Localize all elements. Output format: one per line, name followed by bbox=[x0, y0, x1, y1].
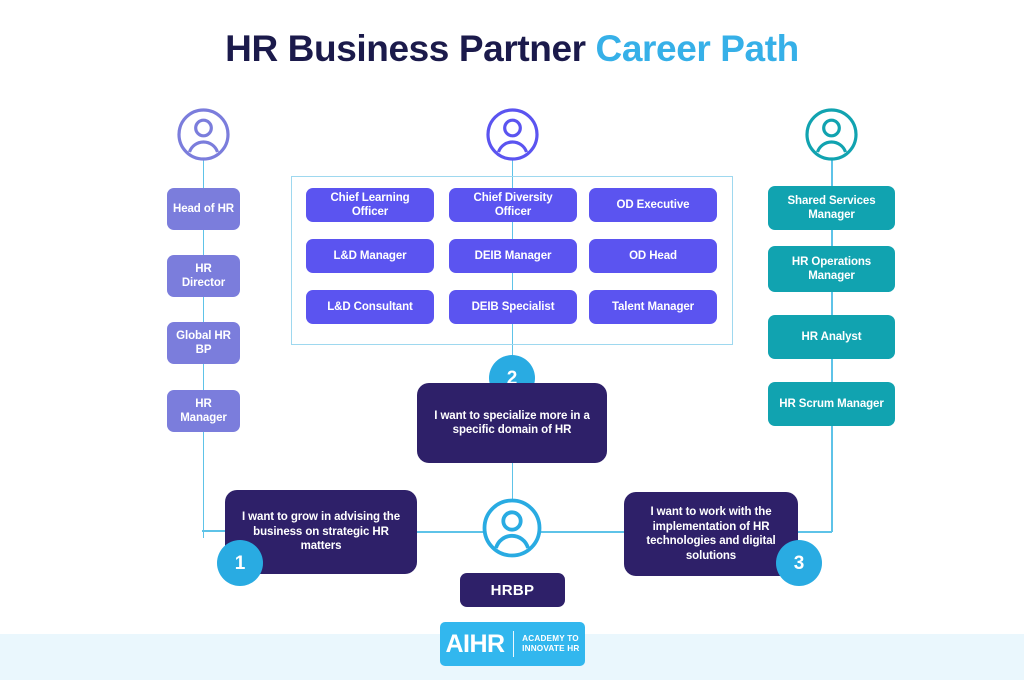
center-role-label-8: DEIB Specialist bbox=[471, 301, 555, 313]
right-role-box-2[interactable]: HR Operations Manager bbox=[768, 246, 895, 292]
aihr-logo[interactable]: AIHR ACADEMY TO INNOVATE HR bbox=[440, 622, 585, 666]
center-role-box-9[interactable]: Talent Manager bbox=[589, 290, 717, 324]
callout-2[interactable]: I want to specialize more in a specific … bbox=[417, 383, 607, 463]
center-role-label-5: DEIB Manager bbox=[474, 250, 552, 262]
center-role-label-7: L&D Consultant bbox=[327, 301, 413, 313]
aihr-logo-tagline-line1: ACADEMY TO bbox=[522, 633, 579, 643]
left-track-person-icon bbox=[176, 107, 231, 167]
left-role-box-1[interactable]: Head of HR bbox=[167, 188, 240, 230]
left-role-box-4[interactable]: HR Manager bbox=[167, 390, 240, 432]
left-role-label-2: HR Director bbox=[181, 263, 226, 289]
callout-1-number-badge: 1 bbox=[217, 540, 263, 586]
left-role-box-2[interactable]: HR Director bbox=[167, 255, 240, 297]
connector-right-to-callout3 bbox=[792, 531, 832, 533]
center-track-person-icon bbox=[485, 107, 540, 167]
center-role-box-8[interactable]: DEIB Specialist bbox=[449, 290, 577, 324]
callout-3-number-badge: 3 bbox=[776, 540, 822, 586]
center-role-label-9: Talent Manager bbox=[611, 301, 695, 313]
right-role-label-3: HR Analyst bbox=[801, 331, 862, 343]
left-role-label-3: Global HR BP bbox=[176, 330, 231, 356]
callout-3[interactable]: I want to work with the implementation o… bbox=[624, 492, 798, 576]
connector-left-to-callout1 bbox=[202, 530, 242, 532]
right-track-person-icon bbox=[804, 107, 859, 167]
center-role-box-5[interactable]: DEIB Manager bbox=[449, 239, 577, 273]
hrbp-box[interactable]: HRBP bbox=[460, 573, 565, 607]
aihr-logo-tagline: ACADEMY TO INNOVATE HR bbox=[514, 634, 579, 655]
hrbp-person-icon bbox=[481, 497, 543, 564]
center-role-box-3[interactable]: OD Executive bbox=[589, 188, 717, 222]
center-role-label-4: L&D Manager bbox=[333, 250, 407, 262]
aihr-logo-tagline-line2: INNOVATE HR bbox=[522, 644, 580, 653]
aihr-logo-wordmark: AIHR bbox=[445, 629, 506, 658]
page-title-accent: Career Path bbox=[595, 28, 800, 69]
callout-2-text: I want to specialize more in a specific … bbox=[434, 409, 590, 437]
connector-hrbp-right bbox=[538, 531, 624, 533]
callout-1-text: I want to grow in advising the business … bbox=[241, 511, 400, 553]
hrbp-label: HRBP bbox=[490, 581, 535, 599]
left-role-label-1: Head of HR bbox=[173, 203, 234, 215]
center-role-box-1[interactable]: Chief Learning Officer bbox=[306, 188, 434, 222]
center-role-label-6: OD Head bbox=[629, 250, 677, 262]
right-role-label-1: Shared Services Manager bbox=[787, 195, 876, 221]
center-role-box-4[interactable]: L&D Manager bbox=[306, 239, 434, 273]
center-role-box-7[interactable]: L&D Consultant bbox=[306, 290, 434, 324]
callout-2-number: 2 bbox=[506, 367, 518, 389]
aihr-logo-divider bbox=[512, 631, 515, 657]
page-title: HR Business Partner Career Path bbox=[0, 26, 1024, 72]
right-role-label-2: HR Operations Manager bbox=[791, 256, 872, 282]
center-role-box-2[interactable]: Chief Diversity Officer bbox=[449, 188, 577, 222]
right-role-label-4: HR Scrum Manager bbox=[779, 398, 884, 410]
left-role-label-4: HR Manager bbox=[180, 398, 227, 424]
connector-center-spine-bottom bbox=[511, 463, 514, 501]
specialization-grid-frame bbox=[291, 176, 733, 345]
center-role-box-6[interactable]: OD Head bbox=[589, 239, 717, 273]
callout-3-number: 3 bbox=[793, 552, 805, 574]
center-role-label-3: OD Executive bbox=[616, 199, 690, 211]
connector-hrbp-left bbox=[416, 531, 486, 533]
left-role-box-3[interactable]: Global HR BP bbox=[167, 322, 240, 364]
callout-1-number: 1 bbox=[234, 552, 246, 574]
right-role-box-4[interactable]: HR Scrum Manager bbox=[768, 382, 895, 426]
page-title-primary: HR Business Partner bbox=[225, 28, 586, 69]
right-role-box-3[interactable]: HR Analyst bbox=[768, 315, 895, 359]
center-role-label-2: Chief Diversity Officer bbox=[473, 192, 553, 218]
callout-3-text: I want to work with the implementation o… bbox=[646, 506, 776, 562]
right-role-box-1[interactable]: Shared Services Manager bbox=[768, 186, 895, 230]
center-role-label-1: Chief Learning Officer bbox=[330, 192, 410, 218]
